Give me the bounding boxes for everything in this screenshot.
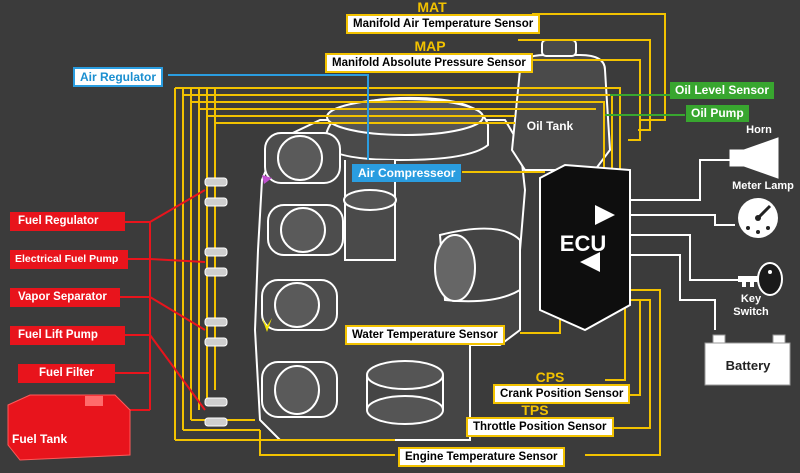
key-switch-label-line2: Switch	[733, 306, 769, 318]
fuel-tank-shape	[7, 394, 131, 461]
meter-lamp-label: Meter Lamp	[732, 180, 794, 192]
air-compressor-label: Air Compresseor	[352, 164, 462, 182]
mat-sensor-label: Manifold Air Temperature Sensor	[346, 14, 541, 34]
output-wires	[630, 159, 740, 330]
meter-lamp-icon	[738, 198, 778, 238]
fuel-tank-label: Fuel Tank	[12, 432, 68, 446]
air-wires	[168, 74, 369, 160]
horn-label: Horn	[746, 124, 772, 136]
air-regulator-label: Air Regulator	[73, 67, 164, 87]
mat-abbr-label: MAT	[417, 0, 447, 15]
key-icon	[738, 262, 783, 296]
fuel-regulator-label: Fuel Regulator	[10, 212, 125, 231]
crank-position-sensor-label: Crank Position Sensor	[493, 384, 631, 404]
fuel-lines	[115, 189, 206, 411]
oil-level-sensor-label: Oil Level Sensor	[670, 82, 775, 99]
ecu-box	[539, 163, 631, 332]
spark-star	[262, 318, 272, 332]
water-temperature-sensor-label: Water Temperature Sensor	[345, 325, 505, 345]
map-abbr-label: MAP	[414, 38, 446, 54]
throttle-position-sensor-label: Throttle Position Sensor	[466, 417, 614, 437]
oil-pump-label: Oil Pump	[686, 105, 749, 122]
vapor-separator-label: Vapor Separator	[10, 288, 120, 307]
map-sensor-label: Manifold Absolute Pressure Sensor	[325, 53, 533, 73]
cps-abbr-label: CPS	[535, 369, 565, 385]
injectors	[204, 177, 228, 427]
tps-abbr-label: TPS	[521, 402, 549, 418]
engine-block	[253, 96, 527, 441]
horn-icon	[729, 137, 779, 179]
engine-temperature-sensor-label: Engine Temperature Sensor	[398, 447, 565, 467]
fuel-lift-pump-label: Fuel Lift Pump	[10, 326, 125, 345]
spark-glow	[262, 175, 272, 184]
oil-wires	[605, 94, 685, 116]
key-switch-label-line1: Key	[740, 293, 762, 305]
battery-label: Battery	[725, 358, 771, 373]
oil-tank-shape	[510, 39, 612, 171]
oil-tank-label: Oil Tank	[526, 119, 574, 133]
battery-icon	[704, 334, 791, 386]
fuel-filter-label: Fuel Filter	[18, 364, 115, 383]
electrical-fuel-pump-label: Electrical Fuel Pump	[10, 250, 128, 269]
ecu-label: ECU	[559, 231, 607, 256]
